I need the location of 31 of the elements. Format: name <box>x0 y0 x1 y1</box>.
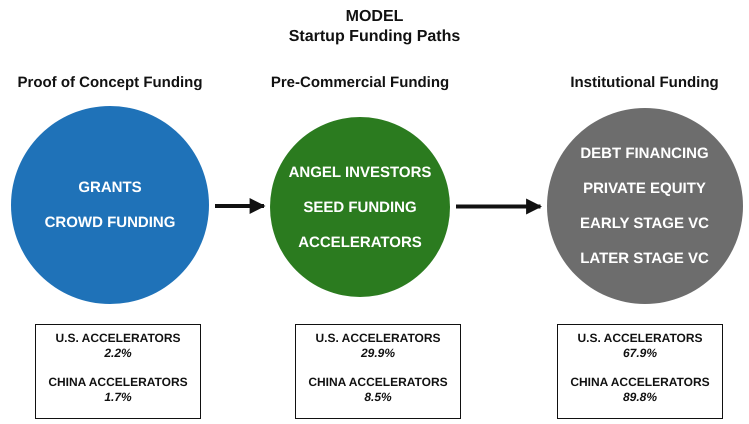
funding-source: SEED FUNDING <box>303 198 417 216</box>
stage-heading: Institutional Funding <box>569 73 720 93</box>
stats-box <box>35 324 201 419</box>
stats-box <box>295 324 461 419</box>
stat-label: CHINA ACCELERATORS <box>48 375 188 390</box>
funding-source: LATER STAGE VC <box>580 250 709 267</box>
stat-label: CHINA ACCELERATORS <box>308 375 448 390</box>
funding-source: GRANTS <box>78 179 142 196</box>
percentage-value: 29.9% <box>360 346 396 361</box>
stage-heading: Pre-Commercial Funding <box>270 73 450 93</box>
diagram-title: MODEL <box>344 8 404 26</box>
funding-source: PRIVATE EQUITY <box>583 180 706 197</box>
diagram-subtitle: Startup Funding Paths <box>288 28 462 46</box>
arrow <box>456 198 542 214</box>
funding-source: CROWD FUNDING <box>44 214 176 231</box>
arrow <box>215 198 266 214</box>
stat-label: U.S. ACCELERATORS <box>55 331 181 346</box>
funding-source: EARLY STAGE VC <box>580 215 709 232</box>
funding-source: DEBT FINANCING <box>580 145 709 162</box>
percentage-value: 89.8% <box>622 390 658 405</box>
funding-source: ANGEL INVESTORS <box>288 164 432 180</box>
percentage-value: 1.7% <box>104 390 132 405</box>
stat-label: CHINA ACCELERATORS <box>570 375 710 390</box>
percentage-value: 2.2% <box>104 346 132 361</box>
stage-heading: Proof of Concept Funding <box>16 73 204 93</box>
stat-label: U.S. ACCELERATORS <box>315 331 441 346</box>
percentage-value: 8.5% <box>364 390 392 405</box>
stats-box <box>557 324 723 419</box>
funding-source: ACCELERATORS <box>298 234 422 250</box>
stat-label: U.S. ACCELERATORS <box>577 331 703 346</box>
percentage-value: 67.9% <box>622 346 658 361</box>
